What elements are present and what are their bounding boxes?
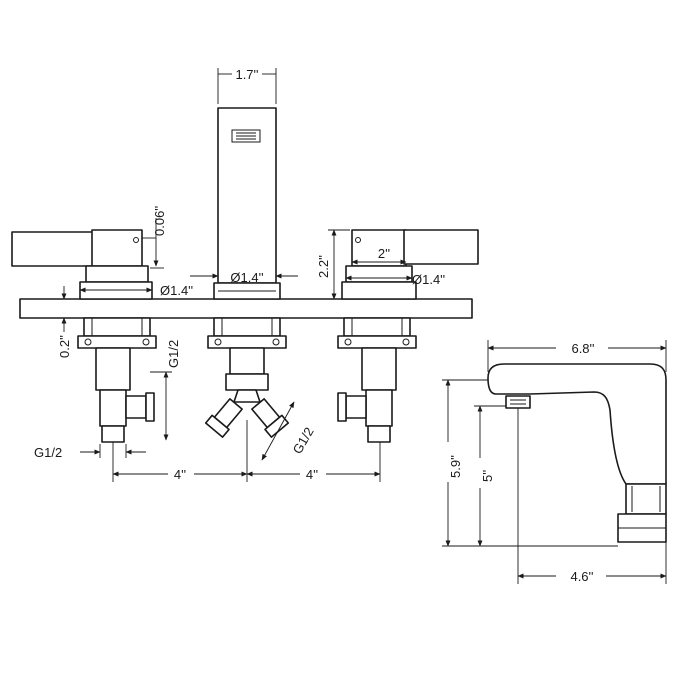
- center-spout: [213, 107, 281, 300]
- label-side-length: 6.8'': [571, 341, 594, 356]
- right-handle: [341, 229, 479, 300]
- left-handle: [11, 229, 153, 300]
- center-tee-body: [204, 317, 290, 438]
- dim-handle-gap: [142, 218, 164, 269]
- label-spacing-right: 4'': [306, 467, 318, 482]
- label-spout-width: 1.7'': [235, 67, 258, 82]
- label-spacing-left: 4'': [174, 467, 186, 482]
- dim-thread-vertical: [150, 371, 172, 441]
- dim-spacing: [112, 420, 381, 482]
- label-base-dia-left: Ø1.4'': [160, 283, 193, 298]
- label-handle-gap: 0.06'': [152, 206, 167, 236]
- dim-side-reach: [517, 408, 667, 584]
- right-valve-body: [337, 317, 417, 443]
- left-valve-body: [77, 317, 157, 443]
- label-bg-spacing-right: [300, 464, 326, 480]
- label-base-dia-center: Ø1.4'': [230, 270, 263, 285]
- label-thread-vertical: G1/2: [166, 340, 181, 368]
- label-thread-bottom: G1/2: [34, 445, 62, 460]
- label-bg-spacing-left: [168, 464, 194, 480]
- dim-thread-angled: [261, 401, 295, 461]
- label-side-total-height: 5.9'': [448, 455, 463, 478]
- dim-side-spout-height: [474, 405, 506, 547]
- dim-side-length: [487, 340, 667, 372]
- label-side-spout-height: 5'': [480, 470, 495, 482]
- dim-spout-width: [217, 68, 277, 104]
- label-side-reach: 4.6'': [570, 569, 593, 584]
- side-view-faucet: [487, 363, 667, 543]
- label-handle-width: 2'': [378, 246, 390, 261]
- dim-side-total-height: [442, 379, 618, 547]
- dim-handle-height: [328, 229, 350, 300]
- deck-plate: [19, 298, 473, 319]
- dim-thread-bottom: [80, 444, 146, 458]
- label-base-dia-right: Ø1.4'': [412, 272, 445, 287]
- label-handle-height: 2.2'': [316, 255, 331, 278]
- label-deck-thickness: 0.2'': [57, 335, 72, 358]
- label-thread-angled: G1/2: [290, 425, 317, 457]
